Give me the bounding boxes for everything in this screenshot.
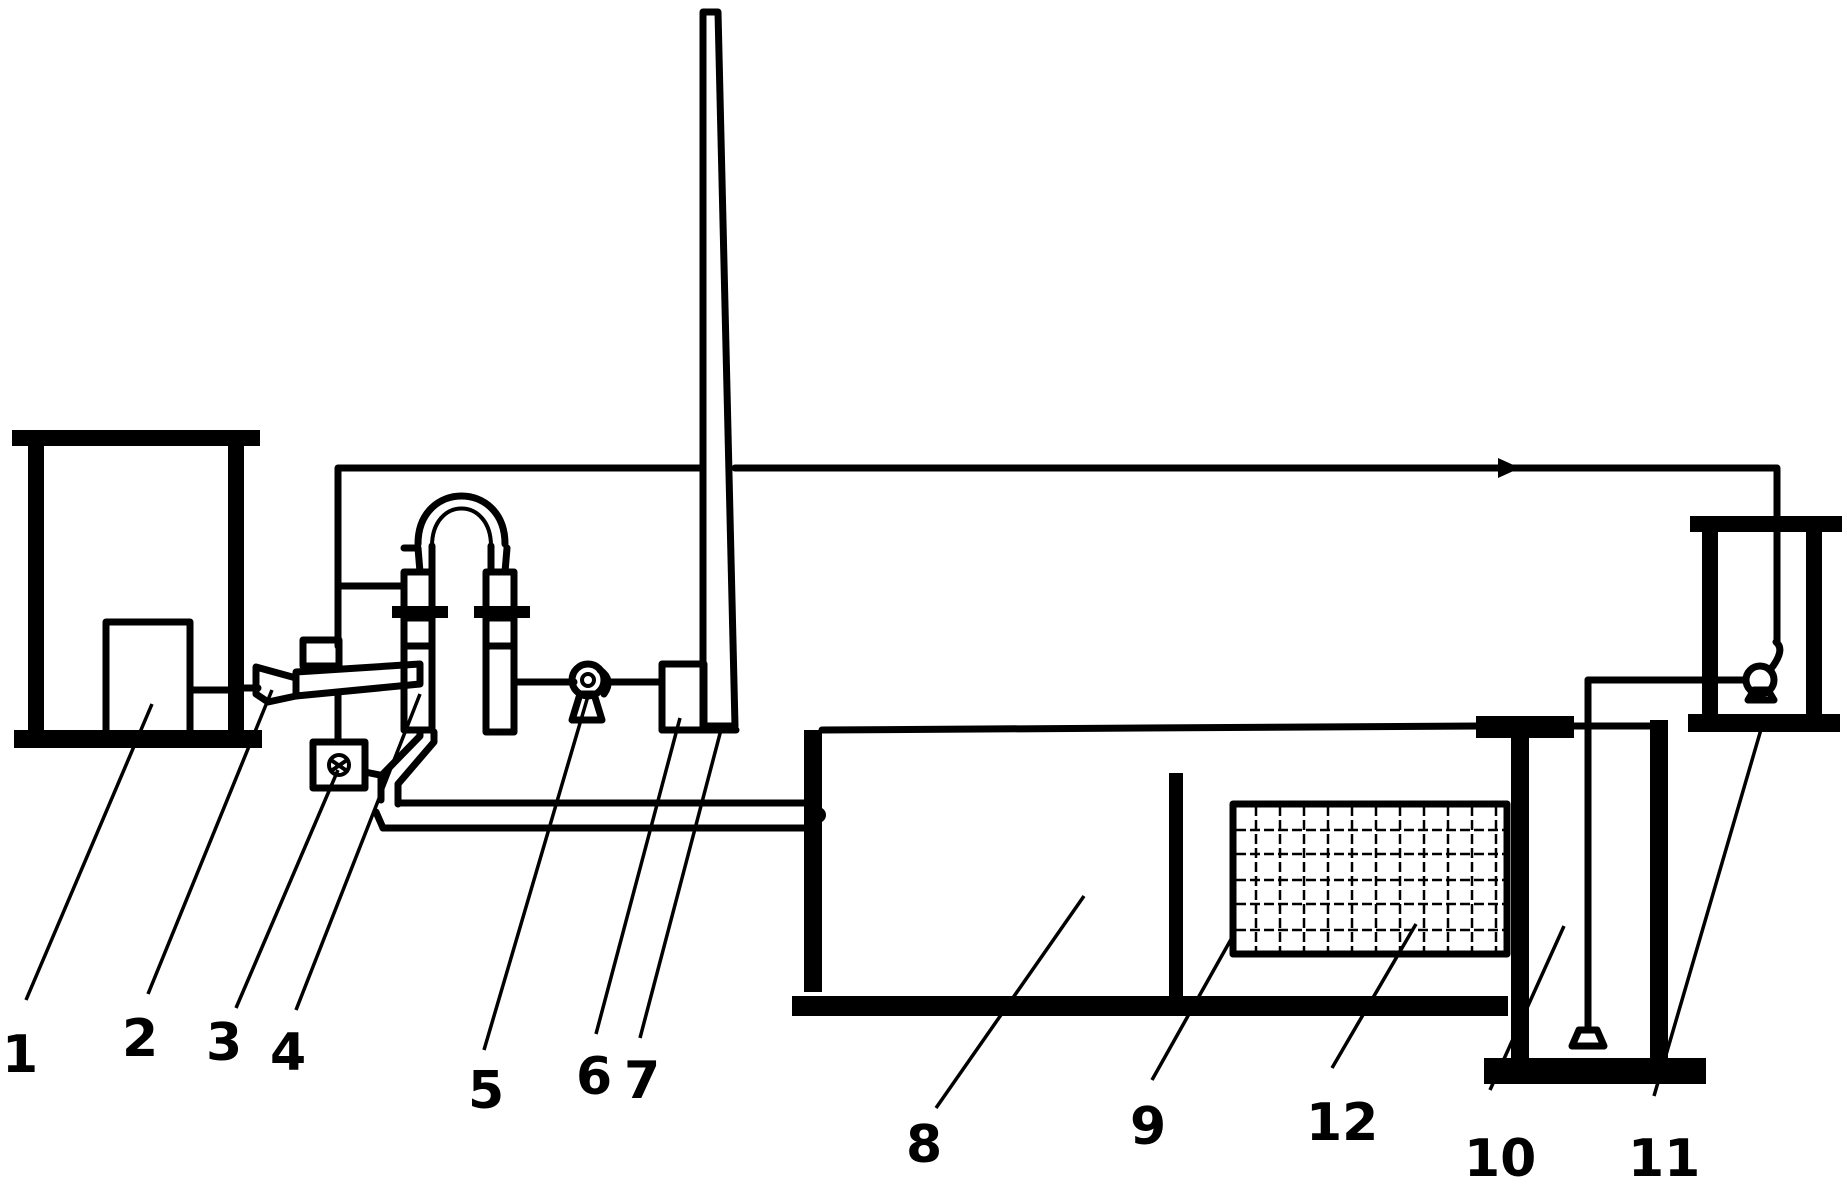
column-pair-4	[377, 492, 578, 808]
label-8: 8	[906, 1115, 942, 1175]
component-labels: 1 2 3 4 5 6 7 8 9 12 10 11	[2, 1009, 1700, 1187]
label-5: 5	[468, 1061, 504, 1121]
label-9: 9	[1130, 1097, 1166, 1157]
leader-lines	[24, 689, 1764, 1110]
enclosure-1	[12, 430, 262, 748]
return-line	[334, 458, 1781, 650]
label-11: 11	[1628, 1129, 1700, 1187]
label-7: 7	[624, 1051, 660, 1111]
frame-11	[1584, 516, 1842, 732]
baffle-9	[1169, 773, 1183, 999]
label-10: 10	[1464, 1129, 1536, 1187]
label-4: 4	[270, 1023, 306, 1083]
packing-12	[1229, 800, 1511, 958]
label-2: 2	[122, 1009, 158, 1069]
sump-10	[1476, 676, 1706, 1084]
label-1: 1	[2, 1025, 38, 1085]
label-6: 6	[576, 1047, 612, 1107]
stack-7	[658, 8, 740, 734]
tank-8	[792, 722, 1508, 1016]
box-6	[658, 660, 708, 734]
nozzle-2	[240, 636, 424, 706]
label-3: 3	[206, 1013, 242, 1073]
pump-5	[568, 660, 666, 724]
fan-box-3	[309, 688, 389, 792]
label-12: 12	[1306, 1093, 1378, 1153]
duct	[372, 799, 826, 832]
